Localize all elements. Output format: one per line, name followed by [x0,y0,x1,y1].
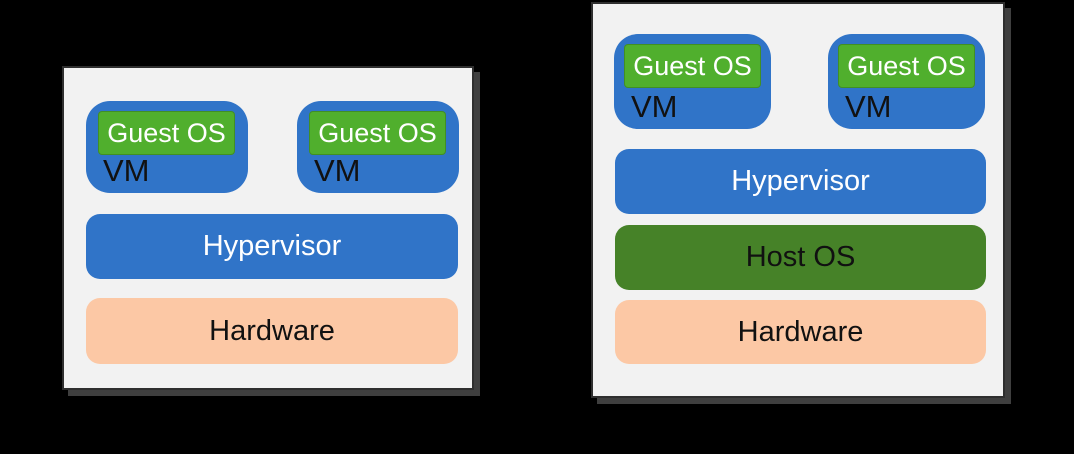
vm-block: Guest OS VM [614,34,771,129]
hypervisor-bar: Hypervisor [615,149,986,214]
hardware-bar: Hardware [615,300,986,364]
vm-label: VM [314,153,361,188]
vm-label: VM [103,153,150,188]
vm-label: VM [845,89,892,124]
hypervisor-bar: Hypervisor [86,214,458,279]
guest-os-label: Guest OS [107,117,226,148]
bare-metal-hypervisor-panel: Guest OS VM Guest OS VM Hypervisor Hardw… [62,66,474,390]
vm-label: VM [631,89,678,124]
guest-os-box: Guest OS [98,111,235,155]
guest-os-label: Guest OS [633,50,752,81]
hypervisor-label: Hypervisor [202,230,342,262]
hardware-label: Hardware [737,315,864,348]
guest-os-box: Guest OS [309,111,446,155]
vm-block: Guest OS VM [828,34,985,129]
guest-os-box: Guest OS [838,44,975,88]
guest-os-label: Guest OS [318,117,437,148]
hardware-bar: Hardware [86,298,458,364]
hosted-hypervisor-panel: Guest OS VM Guest OS VM Hypervisor Host … [591,2,1005,398]
host-os-bar: Host OS [615,225,986,290]
vm-block: Guest OS VM [297,101,459,193]
hardware-label: Hardware [209,314,335,347]
guest-os-label: Guest OS [847,50,966,81]
vm-block: Guest OS VM [86,101,248,193]
host-os-label: Host OS [745,241,856,273]
guest-os-box: Guest OS [624,44,761,88]
hypervisor-label: Hypervisor [731,165,870,197]
